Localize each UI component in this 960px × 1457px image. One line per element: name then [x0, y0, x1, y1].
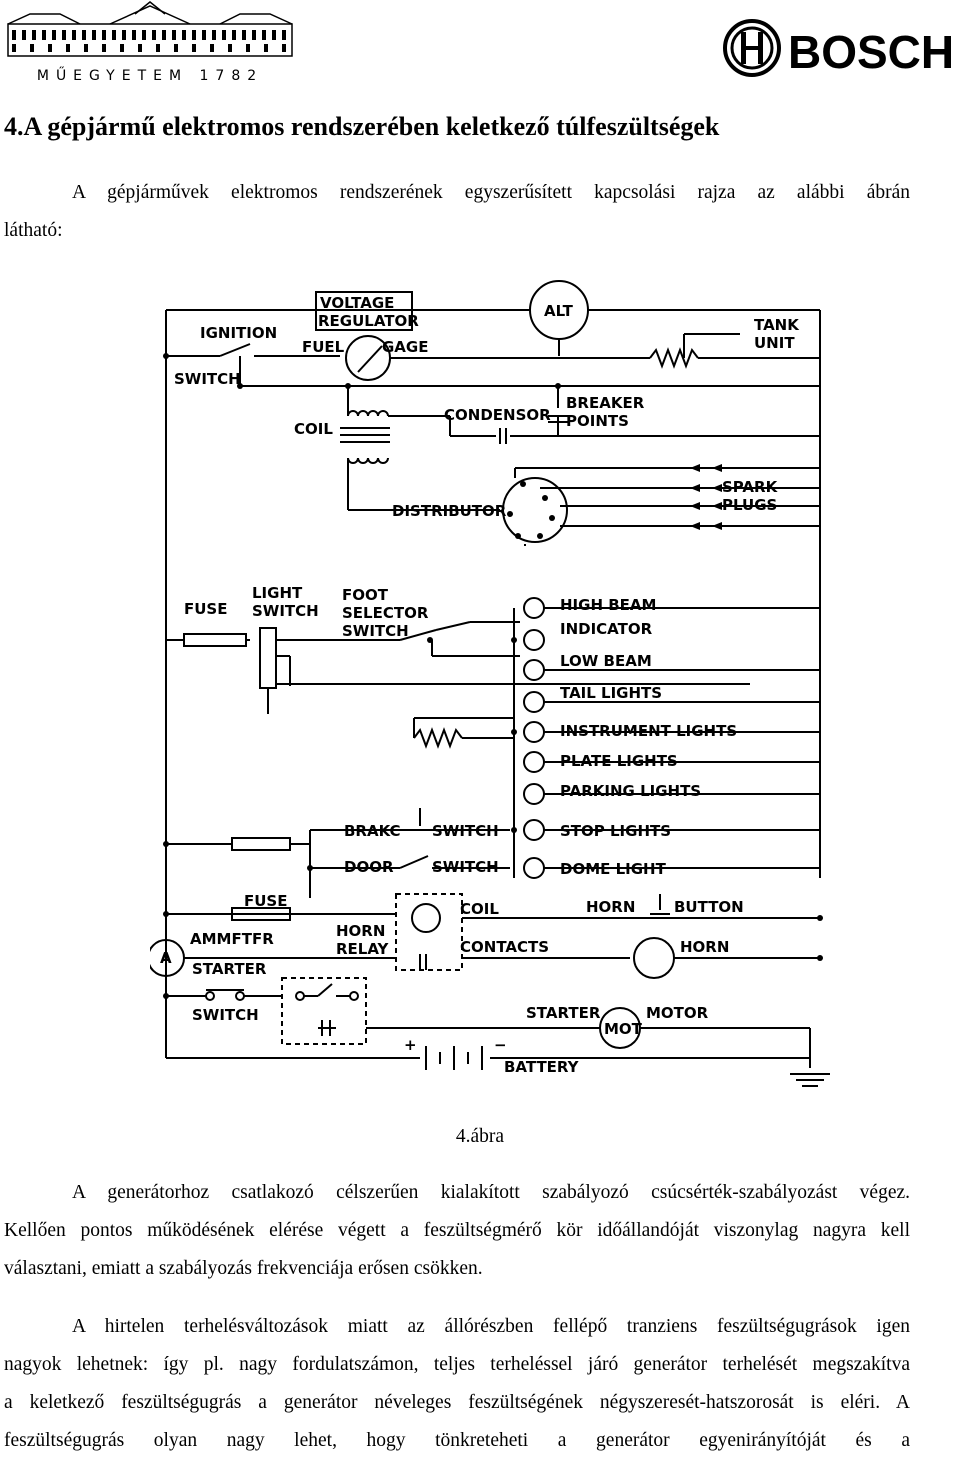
label-plugs: PLUGS [722, 496, 777, 514]
label-button: BUTTON [674, 898, 744, 916]
label-voltage: VOLTAGE [320, 294, 394, 312]
label-fuel: FUEL [302, 338, 345, 356]
university-logo: MŰEGYETEM 1782 [0, 0, 300, 88]
label-light-switch: SWITCH [252, 602, 319, 620]
label-gage: GAGE [382, 338, 428, 356]
label-door-switch: SWITCH [432, 858, 499, 876]
label-indicator: INDICATOR [560, 620, 653, 638]
paragraph-2-line-3: a keletkező feszültségugrás a generátor … [4, 1392, 910, 1413]
label-ignition-switch: SWITCH [174, 370, 241, 388]
label-points: POINTS [566, 412, 629, 430]
label-ignition: IGNITION [200, 324, 277, 342]
label-selector-switch: SWITCH [342, 622, 409, 640]
intro-line-2: látható: [4, 220, 63, 241]
paragraph-2-line-2: nagyok lehetnek: így pl. nagy fordulatsz… [4, 1354, 910, 1375]
label-relay-coil: COIL [460, 900, 499, 918]
label-fuse: FUSE [184, 600, 227, 618]
label-stop-lights: STOP LIGHTS [560, 822, 671, 840]
university-logo-text: MŰEGYETEM 1782 [37, 66, 263, 84]
label-plate-lights: PLATE LIGHTS [560, 752, 678, 770]
label-door: DOOR [344, 858, 394, 876]
label-horn-button-horn: HORN [586, 898, 635, 916]
label-starter-switch: SWITCH [192, 1006, 259, 1024]
label-breaker: BREAKER [566, 394, 645, 412]
label-distributor: DISTRIBUTOR [392, 502, 507, 520]
label-minus: − [494, 1036, 507, 1054]
label-horn: HORN [680, 938, 729, 956]
label-plus: + [404, 1036, 417, 1054]
label-a: A [160, 949, 172, 967]
label-tank: TANK [754, 316, 800, 334]
label-instrument-lights: INSTRUMENT LIGHTS [560, 722, 737, 740]
label-parking-lights: PARKING LIGHTS [560, 782, 701, 800]
paragraph-1-line-3: választani, emiatt a szabályozás frekven… [4, 1258, 483, 1279]
intro-line-1: A gépjárművek elektromos rendszerének eg… [72, 182, 910, 203]
label-unit: UNIT [754, 334, 795, 352]
label-high-beam: HIGH BEAM [560, 596, 656, 614]
label-regulator: REGULATOR [318, 312, 419, 330]
label-horn-relay-1: HORN [336, 922, 385, 940]
label-dome-light: DOME LIGHT [560, 860, 667, 878]
label-tail-lights: TAIL LIGHTS [560, 684, 662, 702]
label-coil: COIL [294, 420, 333, 438]
paragraph-2-line-4: feszültségugrás olyan nagy lehet, hogy t… [4, 1430, 910, 1451]
label-foot: FOOT [342, 586, 389, 604]
label-contacts: CONTACTS [460, 938, 549, 956]
label-condensor: CONDENSOR [444, 406, 551, 424]
figure-caption: 4.ábra [455, 1126, 505, 1147]
label-motor: MOTOR [646, 1004, 709, 1022]
label-mot: MOT [604, 1020, 643, 1038]
label-alt: ALT [544, 302, 574, 320]
label-brake-switch: SWITCH [432, 822, 499, 840]
label-fuse-2: FUSE [244, 892, 287, 910]
paragraph-2-line-1: A hirtelen terhelésváltozások miatt az á… [72, 1316, 910, 1337]
label-starter: STARTER [192, 960, 267, 978]
label-starter-motor: STARTER [526, 1004, 601, 1022]
label-selector: SELECTOR [342, 604, 429, 622]
label-low-beam: LOW BEAM [560, 652, 652, 670]
label-battery: BATTERY [504, 1058, 580, 1076]
label-horn-relay-2: RELAY [336, 940, 390, 958]
circuit-diagram: VOLTAGE REGULATOR ALT TANK UNIT IGNITION… [147, 278, 840, 1096]
section-title: 4.A gépjármű elektromos rendszerében kel… [4, 112, 720, 141]
label-spark: SPARK [722, 478, 779, 496]
label-brake: BRAKC [344, 822, 401, 840]
paragraph-1-line-2: Kellően pontos működésének elérése véget… [4, 1220, 910, 1241]
bosch-logo-text: BOSCH [788, 26, 954, 78]
bosch-logo: BOSCH [722, 18, 960, 82]
label-light: LIGHT [252, 584, 303, 602]
paragraph-1-line-1: A generátorhoz csatlakozó célszerűen kia… [72, 1182, 910, 1203]
label-ammeter: AMMFTFR [190, 930, 274, 948]
